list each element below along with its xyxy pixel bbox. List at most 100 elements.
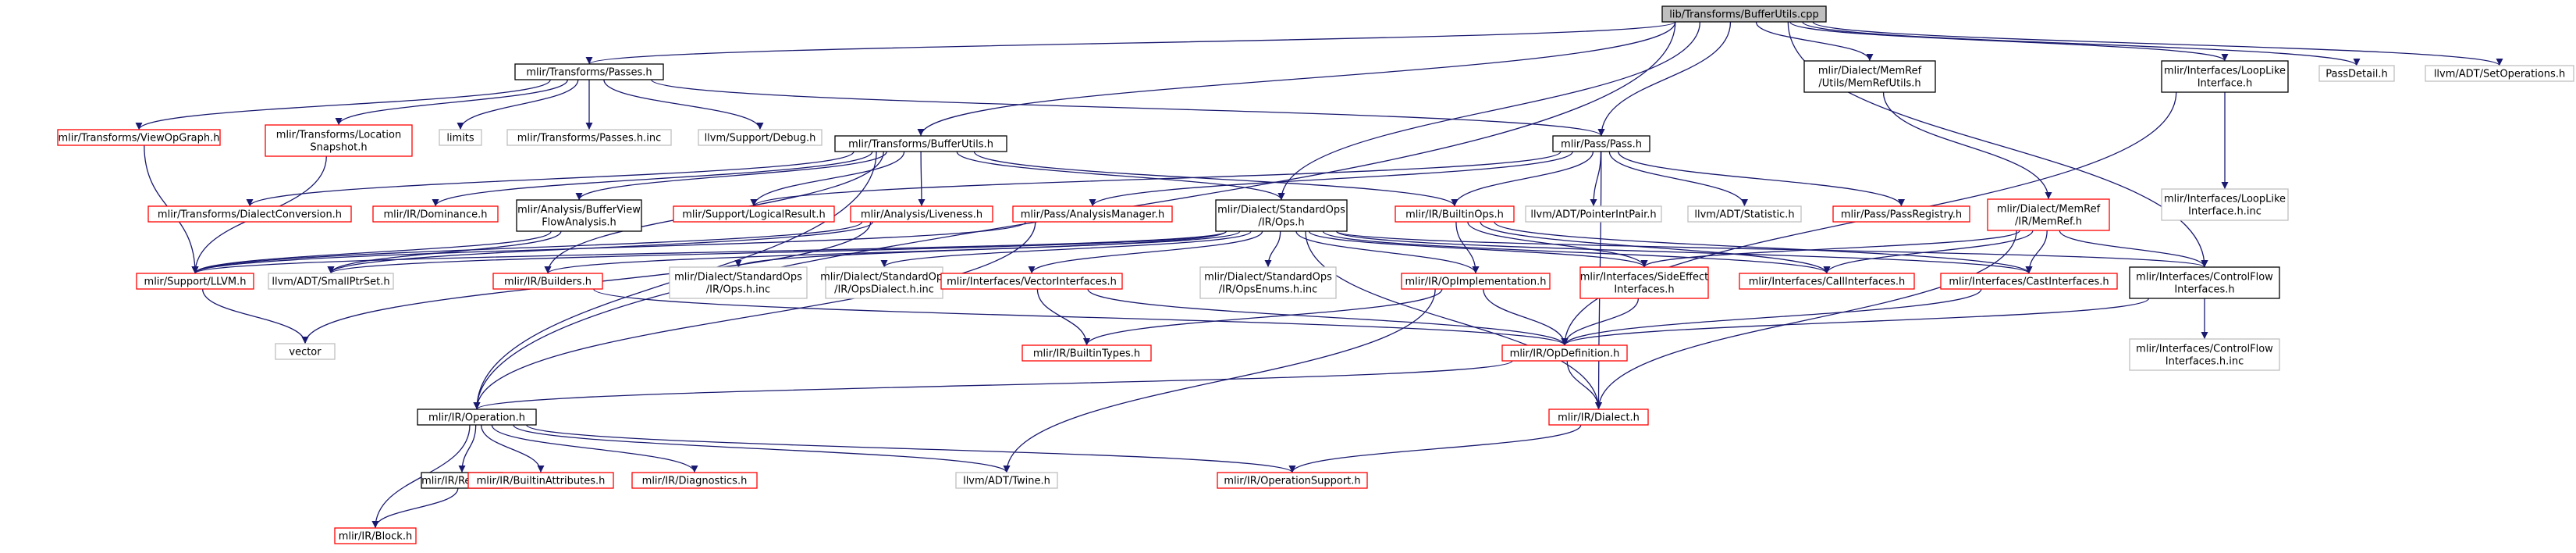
edge-vectorint-to-builtintypes [1036, 288, 1090, 346]
node-label: mlir/Pass/Pass.h [1561, 139, 1642, 151]
node-logical[interactable]: mlir/Support/LogicalResult.h [673, 205, 835, 223]
node-twine: llvm/ADT/Twine.h [955, 472, 1058, 489]
node-root[interactable]: lib/Transforms/BufferUtils.cpp [1661, 5, 1827, 23]
node-diagnostics[interactable]: mlir/IR/Diagnostics.h [631, 472, 758, 489]
edge-bufferutils-to-stdops [956, 151, 1285, 201]
node-label: mlir/IR/Block.h [339, 531, 412, 543]
node-label: llvm/ADT/SetOperations.h [2434, 69, 2565, 80]
edge-line [1089, 151, 1573, 207]
node-memref[interactable]: mlir/Dialect/MemRef/IR/MemRef.h [1987, 198, 2110, 231]
node-vectorint[interactable]: mlir/Interfaces/VectorInterfaces.h [940, 273, 1123, 290]
edge-stdops-to-callint [1322, 230, 1831, 274]
node-label: mlir/Interfaces/LoopLike [2164, 66, 2286, 77]
edge-memref-to-castint [2025, 230, 2048, 274]
node-dominance[interactable]: mlir/IR/Dominance.h [372, 205, 499, 223]
node-builtintypes[interactable]: mlir/IR/BuiltinTypes.h [1022, 344, 1152, 362]
node-dialectconv[interactable]: mlir/Transforms/DialectConversion.h [147, 205, 352, 223]
node-builders[interactable]: mlir/IR/Builders.h [492, 273, 603, 290]
edge-line [1494, 221, 2033, 274]
edge-line [1455, 221, 1480, 274]
edge-line [1882, 91, 2052, 200]
node-label: mlir/Interfaces/SideEffect [1580, 272, 1709, 284]
edge-stdops-to-builders [544, 230, 1228, 274]
node-dmemref_utils[interactable]: mlir/Dialect/MemRef/Utils/MemRefUtils.h [1803, 60, 1936, 93]
node-label: mlir/Interfaces/CastInterfaces.h [1949, 276, 2109, 288]
edge-line [2025, 230, 2048, 274]
node-passes[interactable]: mlir/Transforms/Passes.h [514, 63, 664, 80]
node-box [1803, 60, 1936, 93]
node-dialect[interactable]: mlir/IR/Dialect.h [1548, 409, 1649, 426]
node-label: mlir/Dialect/StandardOps [820, 272, 948, 284]
node-box [439, 129, 482, 146]
edge-line [734, 230, 1241, 268]
node-label: mlir/Interfaces/LoopLike [2164, 194, 2286, 205]
node-box [1832, 205, 1970, 223]
edge-bufferutils-to-logical [750, 151, 905, 207]
edge-line [481, 424, 545, 473]
node-pass[interactable]: mlir/Pass/Pass.h [1552, 135, 1650, 152]
edge-line [1802, 21, 2361, 66]
edge-line [191, 230, 552, 274]
node-opsupport[interactable]: mlir/IR/OperationSupport.h [1217, 472, 1368, 489]
node-liveness[interactable]: mlir/Analysis/Liveness.h [850, 205, 993, 223]
edge-memref-to-callint [1823, 230, 2034, 274]
node-viewopgraph[interactable]: mlir/Transforms/ViewOpGraph.h [57, 129, 221, 146]
edge-line [327, 230, 562, 274]
node-label: mlir/Pass/AnalysisManager.h [1021, 209, 1164, 221]
node-opimpl[interactable]: mlir/IR/OpImplementation.h [1401, 273, 1551, 290]
node-stdops[interactable]: mlir/Dialect/StandardOps/IR/Ops.h [1215, 199, 1348, 232]
node-label: /Utils/MemRefUtils.h [1818, 78, 1920, 90]
edge-line [918, 151, 926, 207]
edge-anamgr-to-operation [473, 221, 1036, 410]
node-castint[interactable]: mlir/Interfaces/CastInterfaces.h [1940, 273, 2118, 290]
node-label: mlir/Dialect/MemRef [1997, 204, 2101, 216]
node-passregistry[interactable]: mlir/Pass/PassRegistry.h [1832, 205, 1970, 223]
node-box [1661, 5, 1827, 23]
node-box [1987, 198, 2110, 231]
node-statistic: llvm/ADT/Statistic.h [1687, 205, 1802, 223]
node-opsenums_inc: mlir/Dialect/StandardOps/IR/OpsEnums.h.i… [1199, 266, 1337, 299]
edge-llvmh-to-vector [201, 288, 309, 344]
edge-stdops-to-castint [1335, 230, 2033, 274]
edge-line [1305, 230, 1602, 410]
node-box [265, 124, 413, 157]
node-label: /IR/MemRef.h [2015, 216, 2082, 228]
node-label: mlir/IR/Operation.h [428, 412, 525, 424]
node-anamgr[interactable]: mlir/Pass/AnalysisManager.h [1012, 205, 1173, 223]
node-builtinops[interactable]: mlir/IR/BuiltinOps.h [1395, 205, 1515, 223]
node-box [1501, 344, 1628, 362]
node-label: mlir/IR/Dialect.h [1558, 412, 1640, 424]
node-vector: vector [275, 343, 336, 360]
node-opdef[interactable]: mlir/IR/OpDefinition.h [1501, 344, 1628, 362]
edge-root-to-stdops [1277, 21, 1701, 201]
node-opsdialect_inc: mlir/Dialect/StandardOps/IR/OpsDialect.h… [820, 266, 948, 299]
node-operation[interactable]: mlir/IR/Operation.h [417, 409, 537, 426]
node-bufferutils[interactable]: mlir/Transforms/BufferUtils.h [834, 135, 1007, 152]
edge-line [1789, 21, 2229, 62]
node-box [669, 266, 808, 299]
edge-castint-to-opdef [1561, 288, 1982, 346]
edge-line [1483, 288, 1569, 346]
edge-line [1640, 230, 2020, 268]
node-label: vector [289, 347, 322, 359]
edge-line [473, 360, 1513, 410]
node-callint[interactable]: mlir/Interfaces/CallInterfaces.h [1739, 273, 1915, 290]
edge-line [1288, 424, 1582, 473]
node-label: mlir/Dialect/StandardOps [1217, 205, 1345, 216]
node-builtinattrs[interactable]: mlir/IR/BuiltinAttributes.h [467, 472, 614, 489]
node-label: /IR/Ops.h.inc [706, 284, 770, 296]
node-block[interactable]: mlir/IR/Block.h [334, 527, 417, 544]
edge-line [1451, 151, 1594, 207]
node-label: mlir/IR/OperationSupport.h [1224, 476, 1360, 487]
node-label: mlir/IR/BuiltinTypes.h [1033, 348, 1140, 360]
node-box [2161, 60, 2289, 93]
node-box [136, 273, 254, 290]
node-llvmh[interactable]: mlir/Support/LLVM.h [136, 273, 254, 290]
edge-line [1295, 230, 1480, 274]
